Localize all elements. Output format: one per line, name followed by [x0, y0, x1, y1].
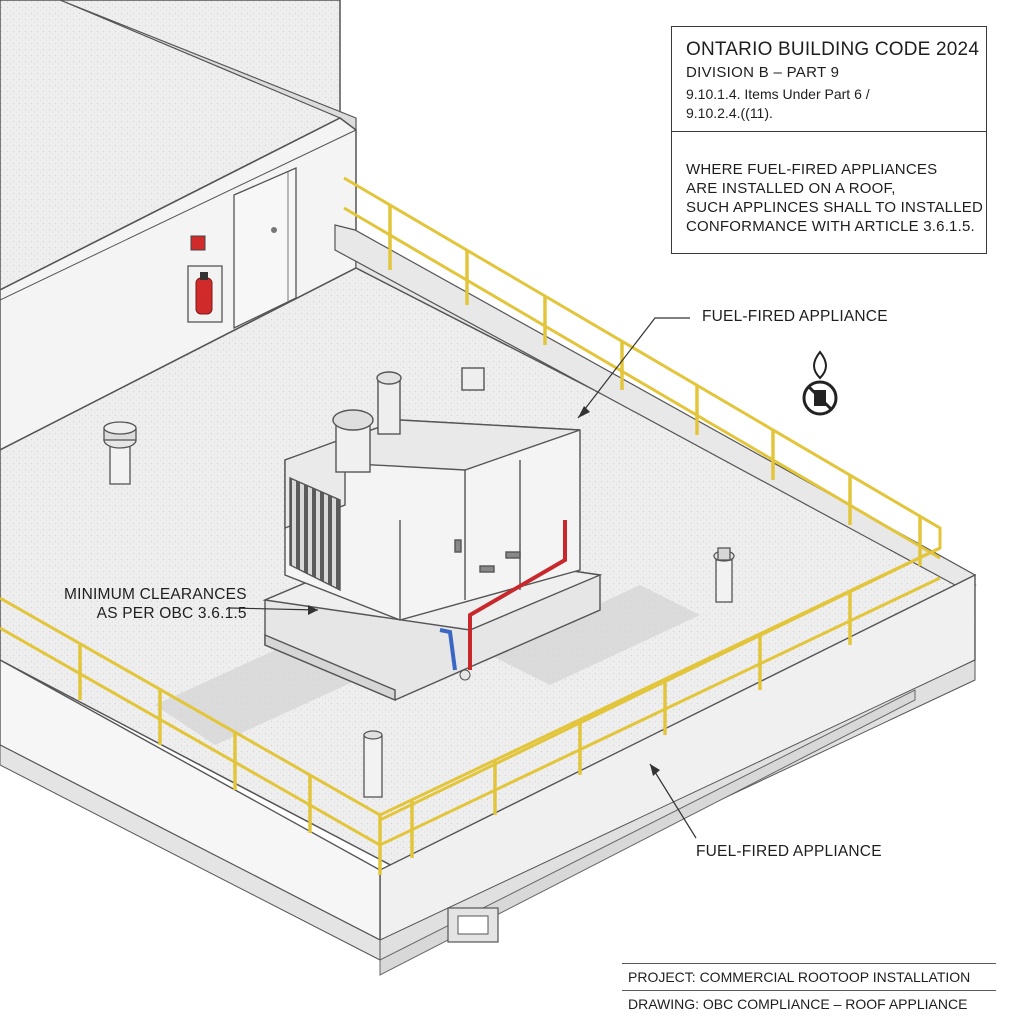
clearance-line: AS PER OBC 3.6.1.5 [96, 605, 247, 622]
title-block-project: PROJECT: COMMERCIAL ROOTOOP INSTALLATION [622, 963, 996, 985]
callout-leader [229, 317, 697, 839]
exit-sign-icon [190, 235, 206, 251]
guardrail [0, 176, 942, 875]
no-open-flame-icon [802, 350, 838, 416]
callout-fuel-fired-appliance-bottom: FUEL-FIRED APPLIANCE [696, 843, 882, 860]
clearance-line: MINIMUM CLEARANCES [64, 586, 247, 603]
fire-extinguisher-icon [187, 265, 223, 323]
code-requirement: WHERE FUEL-FIRED APPLIANCES ARE INSTALLE… [686, 160, 983, 236]
roof-vent [713, 547, 735, 603]
code-reference-box: ONTARIO BUILDING CODE 2024 DIVISION B – … [671, 26, 987, 254]
code-requirement-line: SUCH APPLINCES SHALL TO INSTALLED [686, 199, 983, 216]
roof-bollard [363, 730, 383, 798]
code-title: ONTARIO BUILDING CODE 2024 [686, 39, 980, 60]
fuel-fired-appliance [262, 367, 603, 702]
callout-fuel-fired-appliance-top: FUEL-FIRED APPLIANCE [702, 308, 888, 325]
upper-building [0, 0, 357, 451]
code-division: DIVISION B – PART 9 [686, 64, 840, 81]
callout-minimum-clearances: MINIMUM CLEARANCES AS PER OBC 3.6.1.5 [64, 585, 247, 623]
code-references: 9.10.1.4. Items Under Part 6 / 9.10.2.4.… [686, 85, 870, 123]
title-block-drawing: DRAWING: OBC COMPLIANCE – ROOF APPLIANCE [622, 990, 996, 1012]
note-divider [672, 131, 986, 132]
code-requirement-line: ARE INSTALLED ON A ROOF, [686, 180, 896, 197]
code-requirement-line: WHERE FUEL-FIRED APPLIANCES [686, 161, 938, 178]
roof-vent [103, 421, 137, 485]
appliance-piping [439, 520, 567, 681]
code-reference-line: 9.10.2.4.((11). [686, 105, 773, 121]
code-reference-line: 9.10.1.4. Items Under Part 6 / [686, 86, 870, 102]
code-requirement-line: CONFORMANCE WITH ARTICLE 3.6.1.5. [686, 218, 975, 235]
